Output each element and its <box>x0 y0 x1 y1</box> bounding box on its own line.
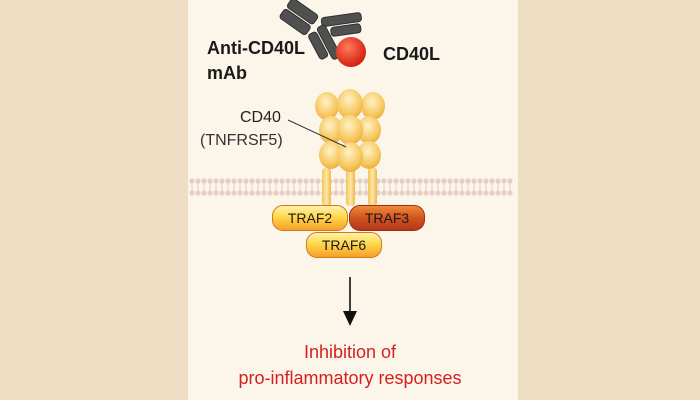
receptor-lobe <box>315 92 339 120</box>
down-arrow-icon <box>343 277 357 326</box>
y-shaped-antibody-icon <box>279 0 362 60</box>
receptor-lobe <box>319 141 343 169</box>
traf2-label: TRAF2 <box>287 210 333 226</box>
receptor-lobe <box>361 92 385 120</box>
red-sphere-icon <box>336 37 366 67</box>
ligand-label: CD40L <box>383 44 441 64</box>
traf3-label: TRAF3 <box>364 210 410 226</box>
result-label-line1: Inhibition of <box>303 342 397 362</box>
receptor-pointer-line <box>287 119 347 148</box>
receptor-stalk-left <box>322 168 331 206</box>
traf3-adaptor: TRAF3 <box>349 205 425 231</box>
trimeric-receptor-icon <box>315 89 385 206</box>
receptor-lobe <box>337 115 363 145</box>
receptor-stalk-middle <box>346 168 355 206</box>
receptor-lobe <box>337 142 363 172</box>
traf6-label: TRAF6 <box>321 237 367 253</box>
lipid-bilayer-icon <box>189 178 513 196</box>
receptor-gene-label: (TNFRSF5) <box>200 132 283 149</box>
result-label-line2: pro-inflammatory responses <box>238 368 462 388</box>
receptor-lobe <box>357 141 381 169</box>
receptor-lobe <box>337 89 363 119</box>
receptor-name-label: CD40 <box>240 109 281 126</box>
antibody-label-line2: mAb <box>207 63 247 83</box>
receptor-stalk-right <box>368 168 377 206</box>
receptor-lobe <box>357 116 381 144</box>
antibody-label-line1: Anti-CD40L <box>207 38 305 58</box>
membrane-bottom-leaflet <box>189 187 513 196</box>
traf6-adaptor: TRAF6 <box>306 232 382 258</box>
traf2-adaptor: TRAF2 <box>272 205 348 231</box>
